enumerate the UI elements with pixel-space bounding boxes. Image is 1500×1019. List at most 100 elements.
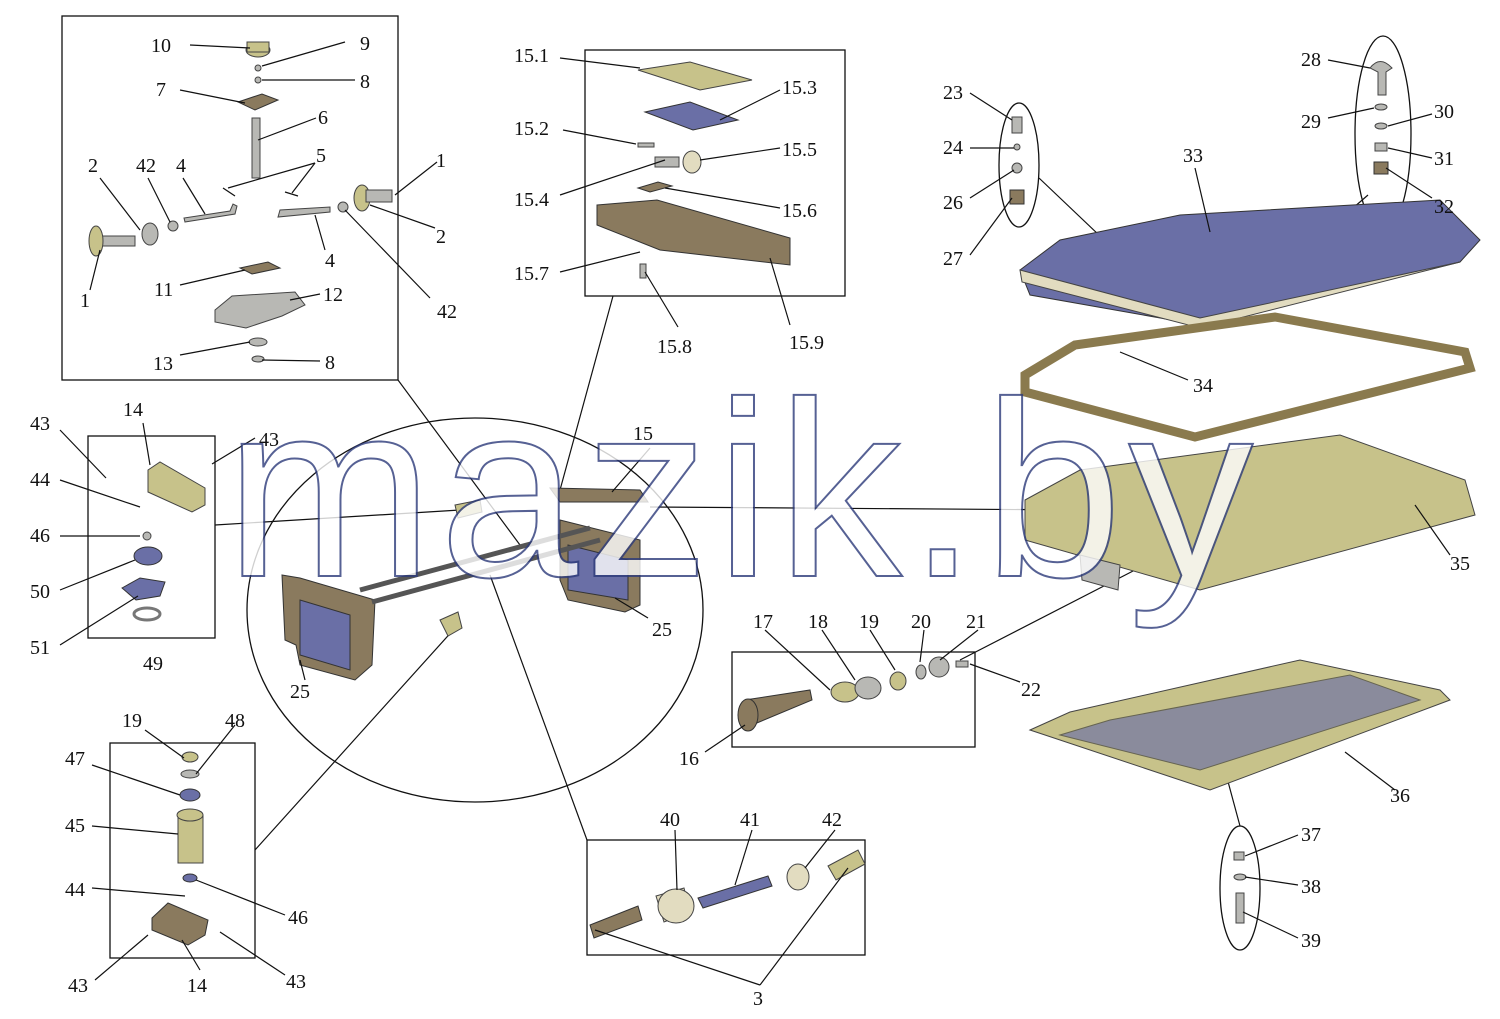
part-labels: 10 9 8 7 6 5 2 42 4 1 2 4 42 1 11 12 13 … (30, 33, 1470, 1010)
label-part-37: 37 (1301, 824, 1321, 846)
label-part-8: 8 (360, 71, 370, 93)
label-part-29: 29 (1301, 111, 1321, 133)
leader-lines (59, 41, 1451, 986)
label-part-46: 46 (288, 907, 308, 929)
label-part-20: 20 (911, 611, 931, 633)
label-part-2: 2 (436, 226, 446, 248)
label-part-35: 35 (1450, 553, 1470, 575)
label-part-48: 48 (225, 710, 245, 732)
label-part-25: 25 (290, 681, 310, 703)
hinge-parts-illustration (88, 41, 393, 363)
label-part-14: 14 (123, 399, 143, 421)
connector-line (397, 379, 521, 546)
label-part-8: 8 (325, 352, 335, 374)
label-part-21: 21 (966, 611, 986, 633)
label-part-12: 12 (323, 284, 343, 306)
label-part-50: 50 (30, 581, 50, 603)
label-part-33: 33 (1183, 145, 1203, 167)
detail-oval-fasteners-left (998, 102, 1040, 228)
label-part-43: 43 (259, 429, 279, 451)
detail-box-handle-assembly (731, 651, 976, 748)
label-part-2: 2 (88, 155, 98, 177)
label-part-15-9: 15.9 (789, 332, 824, 354)
label-part-7: 7 (156, 79, 166, 101)
detail-box-upper-pivot (87, 435, 216, 639)
upper-pivot-illustration (121, 461, 206, 622)
label-part-4: 4 (176, 155, 186, 177)
label-part-1: 1 (80, 290, 90, 312)
label-part-16: 16 (679, 748, 699, 770)
fasteners-illustration (1009, 61, 1393, 924)
handle-assembly-illustration (737, 656, 969, 732)
label-part-30: 30 (1434, 101, 1454, 123)
label-part-43: 43 (68, 975, 88, 997)
label-part-44: 44 (65, 879, 85, 901)
label-part-10: 10 (151, 35, 171, 57)
label-part-13: 13 (153, 353, 173, 375)
label-part-47: 47 (65, 748, 85, 770)
label-part-43: 43 (286, 971, 306, 993)
label-part-42: 42 (437, 301, 457, 323)
label-part-11: 11 (154, 279, 173, 301)
label-part-43: 43 (30, 413, 50, 435)
label-part-39: 39 (1301, 930, 1321, 952)
label-part-42: 42 (136, 155, 156, 177)
label-part-31: 31 (1434, 148, 1454, 170)
label-part-36: 36 (1390, 785, 1410, 807)
detail-oval-fasteners-bottom (1219, 825, 1261, 951)
connector-line (214, 509, 461, 526)
label-part-40: 40 (660, 809, 680, 831)
label-part-26: 26 (943, 192, 963, 214)
label-part-32: 32 (1434, 196, 1454, 218)
label-part-17: 17 (753, 611, 773, 633)
label-part-27: 27 (943, 248, 963, 270)
connector-line (559, 295, 614, 491)
label-part-38: 38 (1301, 876, 1321, 898)
label-part-51: 51 (30, 637, 50, 659)
label-part-9: 9 (360, 33, 370, 55)
label-part-6: 6 (318, 107, 328, 129)
label-part-15-2: 15.2 (514, 118, 549, 140)
detail-box-hinge-mechanism (61, 15, 399, 381)
label-part-25: 25 (652, 619, 672, 641)
shaft-assembly-illustration (589, 849, 866, 939)
label-part-15-8: 15.8 (657, 336, 692, 358)
label-part-19: 19 (122, 710, 142, 732)
label-part-15-6: 15.6 (782, 200, 817, 222)
label-part-15-7: 15.7 (514, 263, 549, 285)
part-15-illustration (596, 61, 791, 279)
main-frame-illustration (281, 487, 649, 681)
label-part-4: 4 (325, 250, 335, 272)
label-part-14: 14 (187, 975, 207, 997)
label-part-46: 46 (30, 525, 50, 547)
label-part-28: 28 (1301, 49, 1321, 71)
label-part-34: 34 (1193, 375, 1213, 397)
label-part-22: 22 (1021, 679, 1041, 701)
detail-box-part-15 (584, 49, 846, 297)
detail-circle-main-frame (246, 417, 704, 803)
label-part-23: 23 (943, 82, 963, 104)
label-part-15-1: 15.1 (514, 45, 549, 67)
connector-line (254, 627, 456, 851)
label-part-18: 18 (808, 611, 828, 633)
label-part-49: 49 (143, 653, 163, 675)
detail-box-lower-pivot (109, 742, 256, 959)
label-part-24: 24 (943, 137, 963, 159)
cabin-frame-illustration (1019, 199, 1481, 791)
lower-pivot-illustration (151, 751, 209, 946)
label-part-44: 44 (30, 469, 50, 491)
label-part-42: 42 (822, 809, 842, 831)
label-part-15: 15 (633, 423, 653, 445)
label-part-15-5: 15.5 (782, 139, 817, 161)
detail-box-shaft-assembly (586, 839, 866, 956)
label-part-19: 19 (859, 611, 879, 633)
label-part-45: 45 (65, 815, 85, 837)
connector-line (649, 506, 1084, 511)
label-part-41: 41 (740, 809, 760, 831)
connector-line (489, 574, 588, 841)
label-part-1: 1 (436, 150, 446, 172)
label-part-15-3: 15.3 (782, 77, 817, 99)
label-part-15-4: 15.4 (514, 189, 549, 211)
